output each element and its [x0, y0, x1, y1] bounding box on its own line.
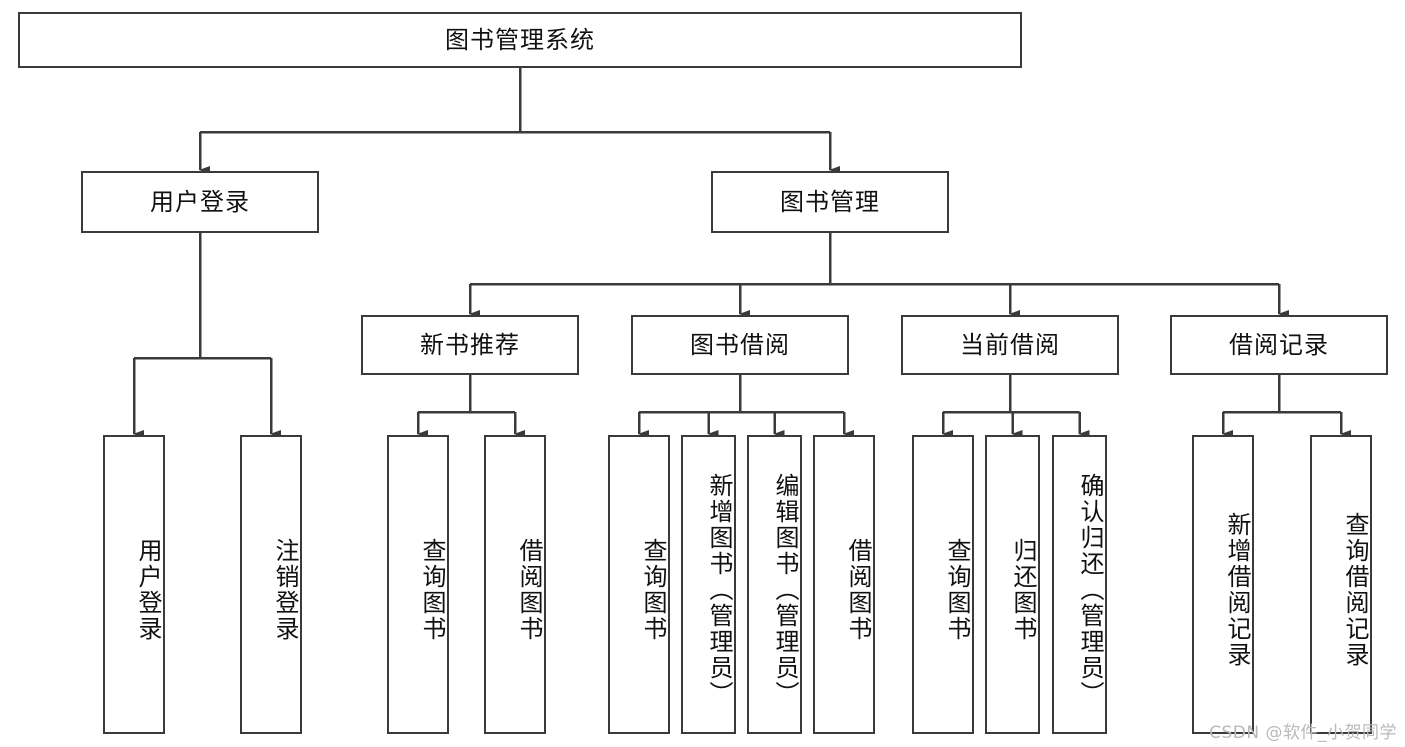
node-label: 借阅记录: [1229, 330, 1329, 359]
node-label: 查询图书: [639, 537, 667, 642]
node-leaf-query-book-3[interactable]: 查询图书: [912, 435, 974, 734]
node-label: 当前借阅: [960, 330, 1060, 359]
node-label: 查询借阅记录: [1341, 511, 1369, 668]
node-leaf-confirm-return[interactable]: 确认归还（管理员）: [1052, 435, 1107, 734]
node-label: 查询图书: [418, 537, 446, 642]
node-label: 确认归还（管理员）: [1076, 472, 1104, 707]
node-leaf-query-book-2[interactable]: 查询图书: [608, 435, 670, 734]
node-leaf-add-book[interactable]: 新增图书（管理员）: [681, 435, 736, 734]
node-label: 归还图书: [1009, 537, 1037, 642]
node-leaf-borrow-book-1[interactable]: 借阅图书: [484, 435, 546, 734]
node-leaf-return-book[interactable]: 归还图书: [985, 435, 1040, 734]
node-label: 用户登录: [134, 537, 162, 642]
node-label: 借阅图书: [515, 537, 543, 642]
node-records[interactable]: 借阅记录: [1170, 315, 1388, 375]
node-leaf-logout[interactable]: 注销登录: [240, 435, 302, 734]
node-bookmgmt[interactable]: 图书管理: [711, 171, 949, 233]
node-leaf-borrow-book-2[interactable]: 借阅图书: [813, 435, 875, 734]
node-leaf-query-book-1[interactable]: 查询图书: [387, 435, 449, 734]
watermark-label: CSDN @软件_小贺同学: [1209, 723, 1397, 743]
node-leaf-query-record[interactable]: 查询借阅记录: [1310, 435, 1372, 734]
node-borrow[interactable]: 图书借阅: [631, 315, 849, 375]
node-root[interactable]: 图书管理系统: [18, 12, 1022, 68]
node-label: 注销登录: [271, 537, 299, 642]
node-login[interactable]: 用户登录: [81, 171, 319, 233]
node-label: 图书管理: [780, 187, 880, 216]
node-label: 编辑图书（管理员）: [771, 472, 799, 707]
node-label: 新增图书（管理员）: [705, 472, 733, 707]
node-leaf-edit-book[interactable]: 编辑图书（管理员）: [747, 435, 802, 734]
node-current[interactable]: 当前借阅: [901, 315, 1119, 375]
node-leaf-add-record[interactable]: 新增借阅记录: [1192, 435, 1254, 734]
node-label: 图书借阅: [690, 330, 790, 359]
node-label: 用户登录: [150, 187, 250, 216]
node-leaf-user-login[interactable]: 用户登录: [103, 435, 165, 734]
node-label: 新增借阅记录: [1223, 511, 1251, 668]
node-newbook[interactable]: 新书推荐: [361, 315, 579, 375]
node-label: 图书管理系统: [445, 25, 595, 54]
node-label: 查询图书: [943, 537, 971, 642]
node-label: 借阅图书: [844, 537, 872, 642]
node-label: 新书推荐: [420, 330, 520, 359]
